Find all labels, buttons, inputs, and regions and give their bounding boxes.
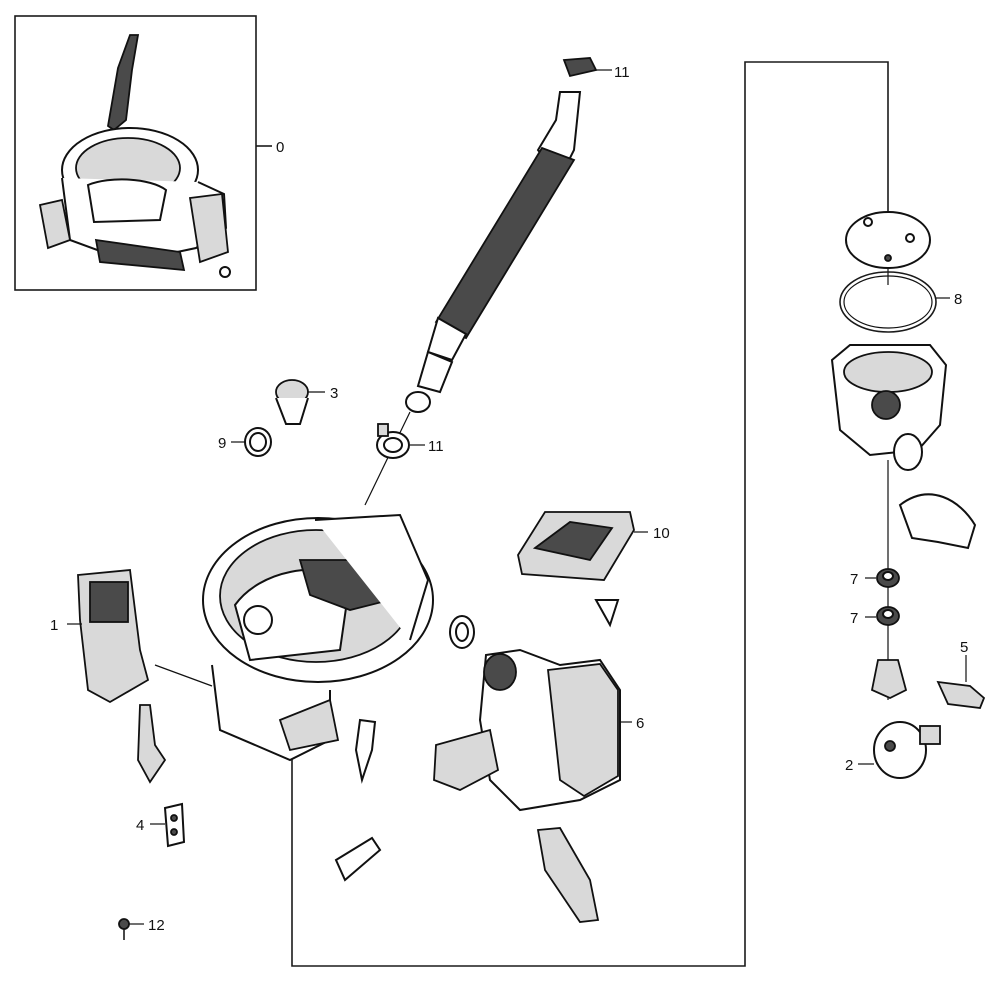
screw: [118, 918, 144, 940]
flap-gasket: [898, 493, 977, 550]
callout-7-upper: 7: [850, 571, 858, 588]
inset-assembly-box: [14, 15, 272, 291]
drain-hose: [364, 57, 598, 506]
bearing-lower: [865, 606, 900, 626]
callout-3: 3: [330, 385, 338, 402]
callout-8: 8: [954, 291, 962, 308]
relay-block: [67, 569, 150, 704]
spring-clip: [334, 718, 382, 882]
impeller: [870, 659, 908, 699]
drain-motor: [858, 721, 941, 779]
callout-5: 5: [960, 639, 968, 656]
hose-clamp: [376, 423, 410, 459]
callout-6: 6: [636, 715, 644, 732]
pump-housing: [830, 344, 948, 471]
callout-0: 0: [276, 139, 284, 156]
check-valve: [275, 379, 325, 425]
seal-ring: [231, 427, 272, 457]
lever-sensor: [137, 704, 167, 784]
callout-10: 10: [653, 525, 670, 542]
callout-1: 1: [50, 617, 58, 634]
callout-11-lower: 11: [428, 438, 444, 455]
pump-clamp: [449, 615, 475, 649]
bearing-upper: [865, 568, 900, 588]
group-bracket-line: [291, 61, 889, 967]
callout-9: 9: [218, 435, 226, 452]
callout-12: 12: [148, 917, 165, 934]
bracket: [150, 802, 186, 848]
o-ring: [839, 271, 950, 333]
filter-lid: [845, 211, 931, 269]
callout-2: 2: [845, 757, 853, 774]
callout-11-top: 11: [614, 64, 630, 81]
cover-plate: [517, 511, 648, 628]
callout-4: 4: [136, 817, 144, 834]
circulation-pump: [433, 648, 632, 812]
callout-7-lower: 7: [850, 610, 858, 627]
connector: [936, 655, 986, 709]
pump-bracket: [536, 827, 600, 923]
sump-housing: [154, 513, 434, 762]
